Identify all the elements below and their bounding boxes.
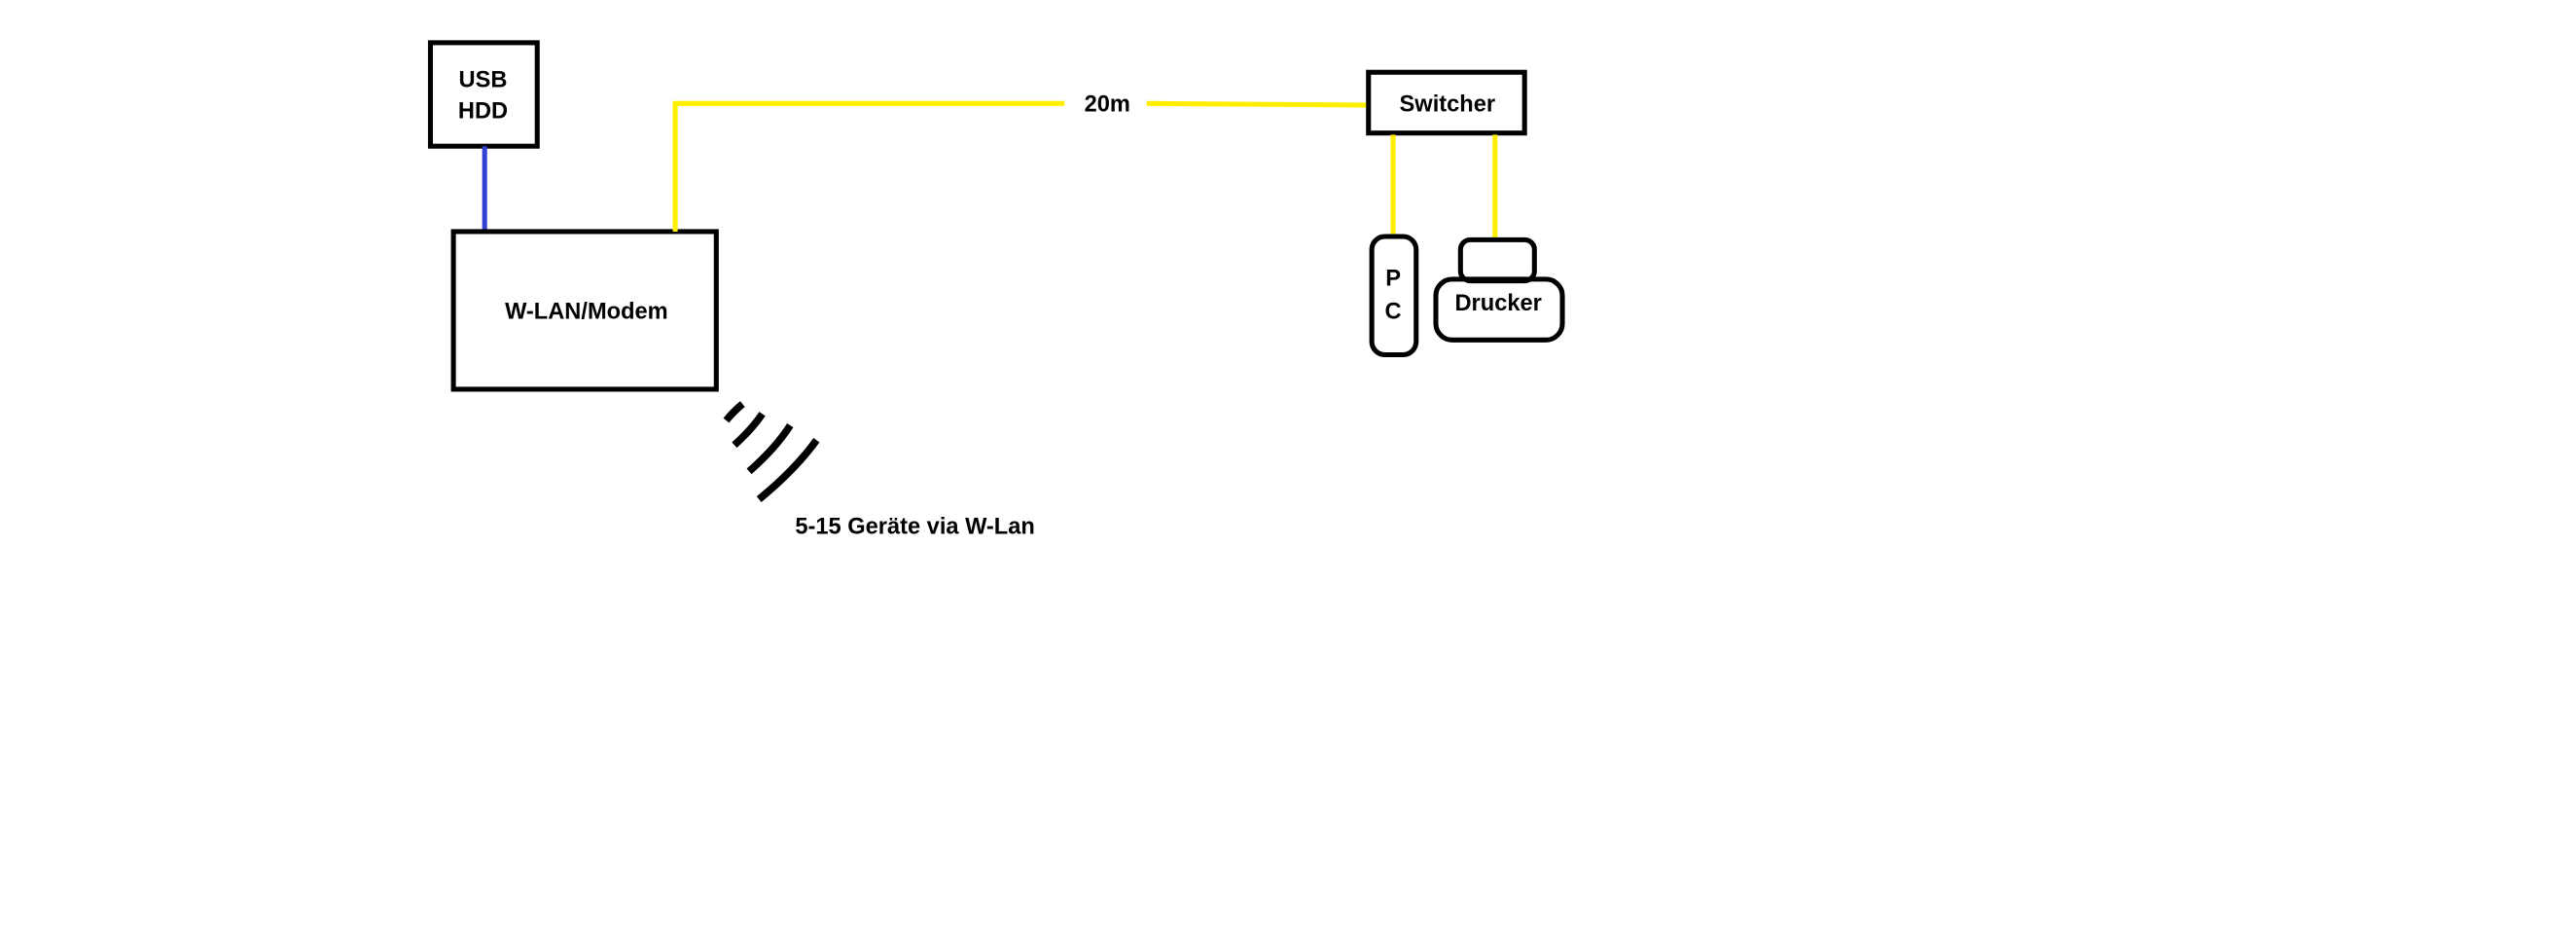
pc-label-line1: P [1385,267,1401,292]
switcher-label: Switcher [1400,92,1496,118]
switcher-node: Switcher [1366,69,1527,136]
cable-length-label: 20m [1085,92,1130,118]
printer-label: Drucker [1454,291,1541,316]
pc-label-line2: C [1385,299,1402,324]
printer-paper-tray [1457,236,1537,284]
pc-node: P C [1369,234,1419,358]
modem-label: W-LAN/Modem [505,299,668,324]
usb-hdd-node: USB HDD [427,40,540,149]
printer-node: Drucker [1433,236,1565,343]
wireless-devices-label: 5-15 Geräte via W-Lan [795,514,1034,539]
wifi-waves-icon [723,401,820,502]
usb-hdd-label-line2: HDD [458,99,508,125]
usb-hdd-label-line1: USB [459,67,508,92]
modem-node: W-LAN/Modem [450,229,719,392]
ethernet-modem-switcher [672,100,1065,232]
printer-body [1433,276,1565,343]
ethernet-modem-switcher-end [1146,100,1368,108]
